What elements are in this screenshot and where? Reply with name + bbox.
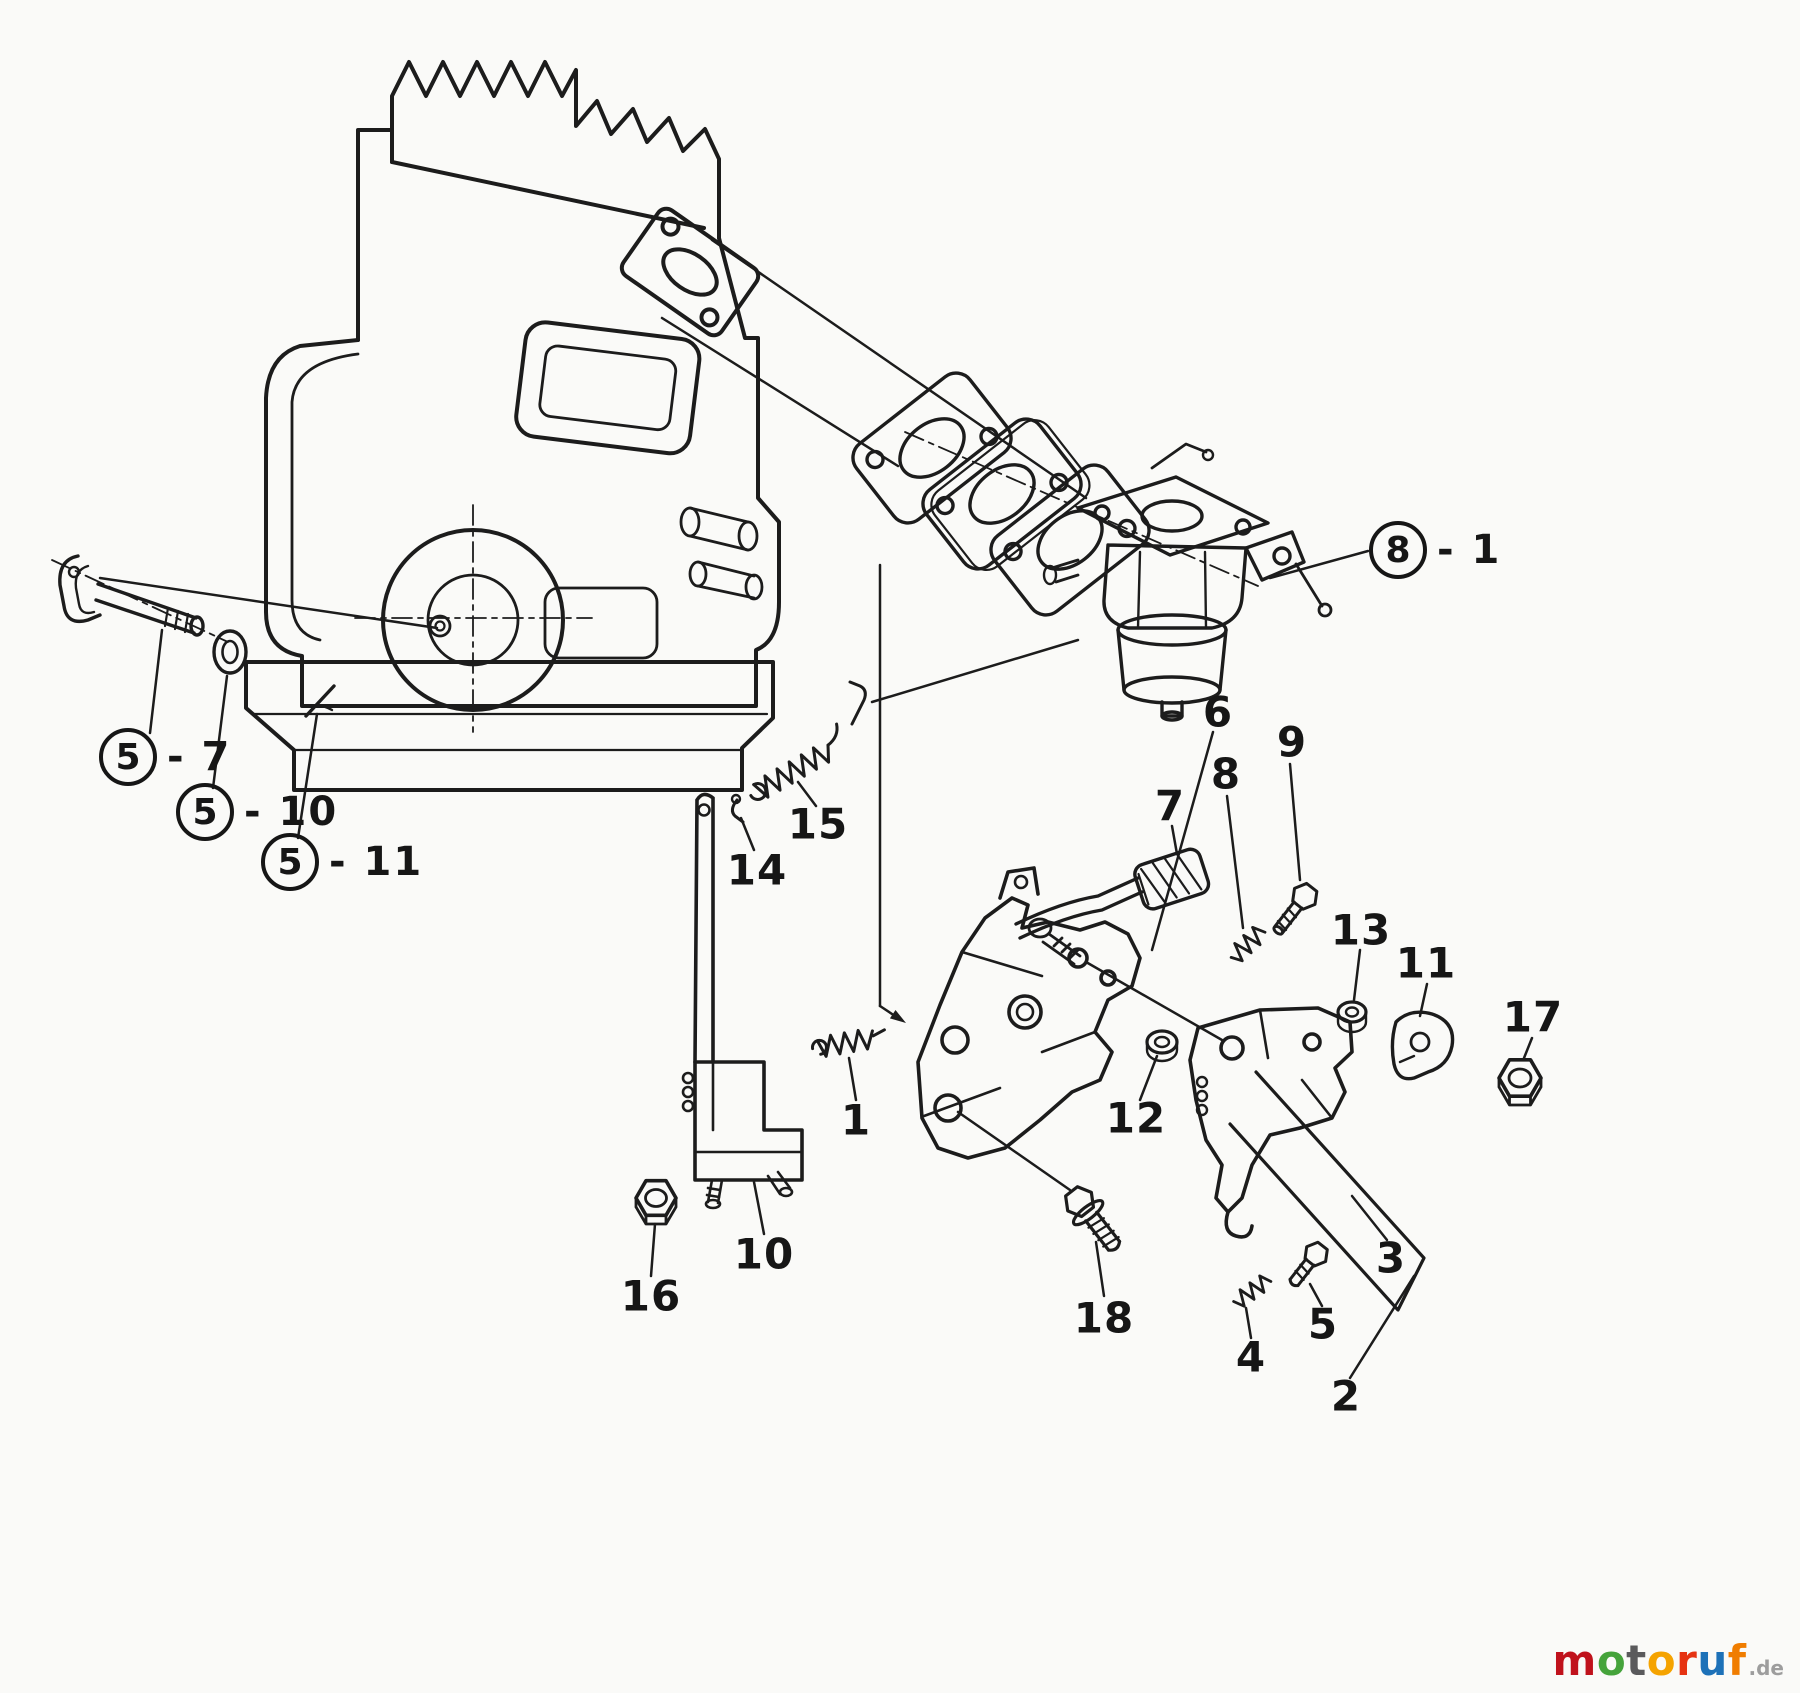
motoruf-logo-text: motoruf bbox=[1552, 1636, 1747, 1685]
callout-suffix: - 1 bbox=[1437, 527, 1502, 573]
washer-12 bbox=[1145, 1029, 1179, 1063]
callout-2: 2 bbox=[1330, 1371, 1362, 1421]
bolt-9 bbox=[1272, 881, 1319, 936]
callout-5-11: 5 - 11 bbox=[261, 833, 423, 891]
nut-17 bbox=[1497, 1058, 1543, 1107]
callout-5-10: 5 - 10 bbox=[176, 783, 338, 841]
callout-5-7: 5 - 7 bbox=[99, 728, 231, 786]
link-wire-14 bbox=[730, 793, 745, 824]
stop-lever-10 bbox=[681, 792, 804, 1210]
callout-circle-number: 5 bbox=[261, 833, 319, 891]
callout-1: 1 bbox=[840, 1095, 872, 1145]
callout-16: 16 bbox=[620, 1271, 682, 1321]
callout-circle-number: 8 bbox=[1369, 521, 1427, 579]
spring-4 bbox=[1232, 1274, 1273, 1308]
callout-18: 18 bbox=[1073, 1293, 1135, 1343]
callout-suffix: - 10 bbox=[244, 789, 339, 835]
return-spring-1 bbox=[811, 1028, 886, 1058]
plate-3 bbox=[1228, 1070, 1426, 1312]
motoruf-domain-suffix: .de bbox=[1748, 1656, 1784, 1680]
callout-5: 5 bbox=[1307, 1299, 1339, 1349]
engine-block bbox=[244, 60, 781, 792]
cam-clip-11 bbox=[1390, 1010, 1455, 1081]
governor-arm-7 bbox=[1014, 847, 1211, 940]
callout-circle-number: 5 bbox=[99, 728, 157, 786]
callout-6: 6 bbox=[1202, 687, 1234, 737]
nut-16 bbox=[634, 1178, 678, 1226]
callout-9: 9 bbox=[1276, 717, 1308, 767]
control-bracket bbox=[916, 866, 1142, 1160]
centerlines bbox=[51, 431, 1259, 733]
callout-8-1: 8 - 1 bbox=[1369, 521, 1501, 579]
pointer-arrow bbox=[889, 1010, 906, 1023]
callout-suffix: - 11 bbox=[329, 839, 424, 885]
callout-11: 11 bbox=[1395, 938, 1457, 988]
control-lever-2 bbox=[1188, 1006, 1354, 1239]
callout-circle-number: 5 bbox=[176, 783, 234, 841]
motoruf-watermark: motoruf .de bbox=[1553, 1636, 1784, 1685]
callout-4: 4 bbox=[1235, 1332, 1267, 1382]
carburetor bbox=[1042, 442, 1333, 722]
callout-suffix: - 7 bbox=[167, 734, 232, 780]
spring-8 bbox=[1229, 925, 1267, 963]
bolt-5 bbox=[1288, 1240, 1329, 1288]
callout-3: 3 bbox=[1375, 1233, 1407, 1283]
callout-12: 12 bbox=[1105, 1093, 1167, 1143]
callout-8: 8 bbox=[1210, 749, 1242, 799]
leader-lines bbox=[98, 238, 1534, 1380]
throttle-spring-15 bbox=[749, 680, 867, 801]
callout-7: 7 bbox=[1154, 781, 1186, 831]
callout-13: 13 bbox=[1330, 905, 1392, 955]
callout-10: 10 bbox=[733, 1229, 795, 1279]
washer-13 bbox=[1336, 1000, 1368, 1034]
governor-rod-assembly bbox=[58, 554, 336, 718]
gasket-stack bbox=[851, 371, 1151, 617]
bolt-18 bbox=[1064, 1185, 1122, 1252]
callout-15: 15 bbox=[787, 799, 849, 849]
callout-14: 14 bbox=[726, 845, 788, 895]
callout-17: 17 bbox=[1502, 992, 1564, 1042]
